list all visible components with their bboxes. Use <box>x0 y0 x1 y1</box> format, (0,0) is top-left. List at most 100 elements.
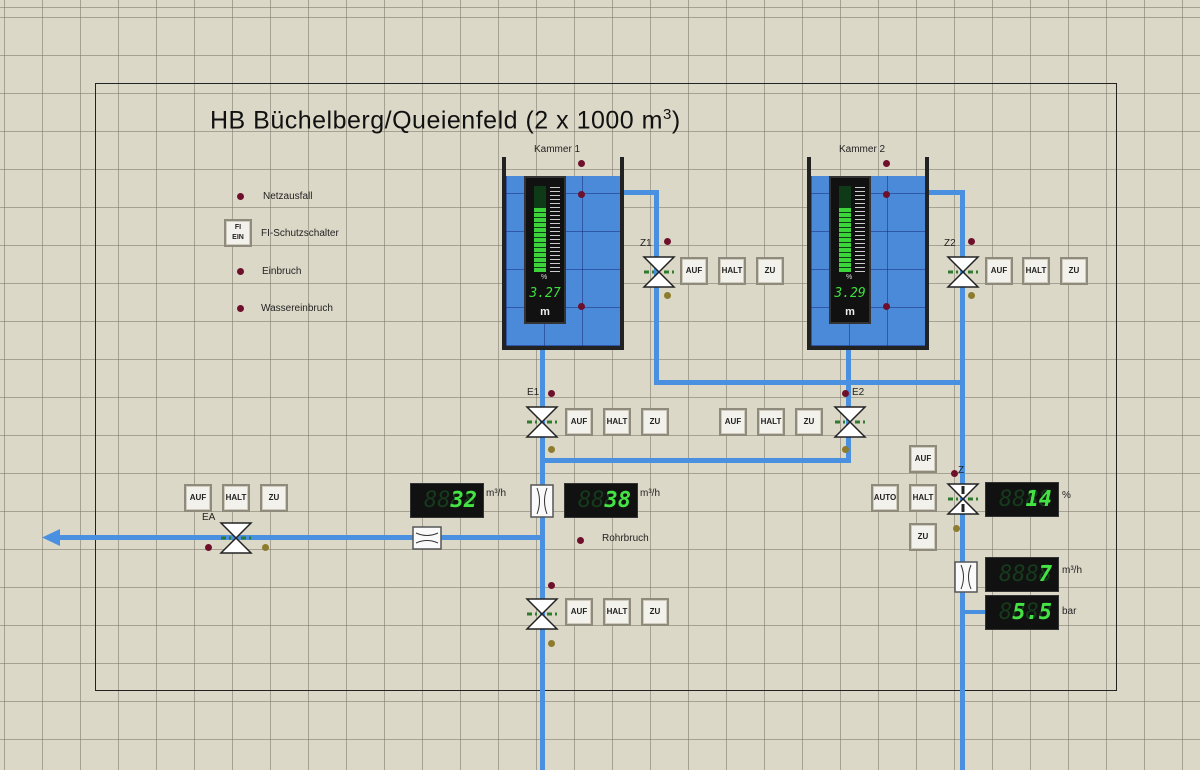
tank-label: Kammer 2 <box>839 144 886 155</box>
valve-z-icon[interactable] <box>946 482 980 516</box>
title-close: ) <box>671 106 681 135</box>
pipe-pressure-tap <box>960 610 985 614</box>
valve-closed-indicator <box>953 525 960 532</box>
valve-open-indicator <box>842 390 849 397</box>
valve-z1-icon[interactable] <box>642 255 676 289</box>
einbruch-label: Einbruch <box>262 266 302 277</box>
level-bargraph: % 3.27 m <box>524 176 566 324</box>
bar-track <box>839 186 851 272</box>
valve-z-auto-button[interactable]: AUTO <box>871 484 899 512</box>
bar-fill <box>534 207 546 272</box>
valve-e2-icon[interactable] <box>833 405 867 439</box>
flow-meter-icon <box>530 484 554 518</box>
valve-closed-indicator <box>842 446 849 453</box>
fi-schutzschalter-label: FI-Schutzschalter <box>261 228 339 239</box>
tank-indicator-top <box>578 160 585 167</box>
valve-open-indicator <box>548 390 555 397</box>
valve-e2-zu-button[interactable]: ZU <box>795 408 823 436</box>
rohrbruch-label: Rohrbruch <box>602 533 649 544</box>
rohrbruch-indicator <box>577 537 584 544</box>
display-ghost-digits: 8888 <box>578 488 631 513</box>
valve-z-auf-button[interactable]: AUF <box>909 445 937 473</box>
bar-fill <box>839 207 851 272</box>
netzausfall-indicator <box>237 193 244 200</box>
valve-z1-auf-button[interactable]: AUF <box>680 257 708 285</box>
wassereinbruch-label: Wassereinbruch <box>261 303 333 314</box>
display-ghost-digits: 8888 <box>424 488 477 513</box>
pipe-connector <box>654 380 965 385</box>
display-value: 32 <box>450 488 478 513</box>
valve-open-indicator <box>951 470 958 477</box>
z-flow-unit: m³/h <box>1062 565 1082 576</box>
tank-indicator-top <box>883 160 890 167</box>
valve-v-zu-button[interactable]: ZU <box>641 598 669 626</box>
tank-wall-left <box>807 157 811 350</box>
pipe-main-vertical <box>540 345 545 770</box>
valve-open-indicator <box>664 238 671 245</box>
pipe-tank2-bottom <box>846 345 851 463</box>
valve-ea-halt-button[interactable]: HALT <box>222 484 250 512</box>
valve-z-zu-button[interactable]: ZU <box>909 523 937 551</box>
pipe-outlet <box>55 535 545 540</box>
valve-ea-label: EA <box>202 512 216 523</box>
wassereinbruch-indicator <box>237 305 244 312</box>
bar-scale <box>855 186 865 272</box>
z-position-unit: % <box>1062 490 1071 501</box>
valve-z2-zu-button[interactable]: ZU <box>1060 257 1088 285</box>
valve-ea-icon[interactable] <box>219 521 253 555</box>
fi-ein-button[interactable]: FI EIN <box>224 219 252 247</box>
valve-ea-auf-button[interactable]: AUF <box>184 484 212 512</box>
bar-track <box>534 186 546 272</box>
valve-closed-indicator <box>968 292 975 299</box>
flow-meter-z-icon <box>954 561 978 593</box>
tank-wall-bottom <box>502 346 624 350</box>
valve-ea-zu-button[interactable]: ZU <box>260 484 288 512</box>
valve-open-indicator <box>548 582 555 589</box>
tank-indicator-high <box>578 191 585 198</box>
valve-z1-zu-button[interactable]: ZU <box>756 257 784 285</box>
valve-z1-label: Z1 <box>640 238 652 249</box>
valve-v-halt-button[interactable]: HALT <box>603 598 631 626</box>
pipe-e2-link <box>540 458 851 463</box>
display-ghost-digits: 8888 <box>999 487 1052 512</box>
bar-scale <box>550 186 560 272</box>
title-superscript: 3 <box>662 106 672 123</box>
valve-v-auf-button[interactable]: AUF <box>565 598 593 626</box>
valve-e1-icon[interactable] <box>525 405 559 439</box>
valve-z1-halt-button[interactable]: HALT <box>718 257 746 285</box>
valve-z-halt-button[interactable]: HALT <box>909 484 937 512</box>
valve-e1-halt-button[interactable]: HALT <box>603 408 631 436</box>
valve-e1-auf-button[interactable]: AUF <box>565 408 593 436</box>
valve-e2-label: E2 <box>852 387 865 398</box>
valve-e1-label: E1 <box>527 387 540 398</box>
level-value: 3.29 <box>834 286 866 301</box>
valve-z2-halt-button[interactable]: HALT <box>1022 257 1050 285</box>
level-value: 3.27 <box>529 286 561 301</box>
valve-closed-indicator <box>664 292 671 299</box>
valve-z-label: Z <box>958 465 965 476</box>
valve-e2-auf-button[interactable]: AUF <box>719 408 747 436</box>
valve-z2-icon[interactable] <box>946 255 980 289</box>
level-unit: m <box>540 306 550 318</box>
valve-closed-indicator <box>548 446 555 453</box>
fi-ein-button-label: FI EIN <box>232 224 244 241</box>
pipe-tank1-out <box>622 190 659 195</box>
page-title: HB Büchelberg/Queienfeld (2 x 1000 m3) <box>210 106 681 135</box>
valve-e2-halt-button[interactable]: HALT <box>757 408 785 436</box>
valve-v-icon[interactable] <box>525 597 559 631</box>
display-value: 14 <box>1025 487 1053 512</box>
percent-label: % <box>541 274 548 281</box>
tank-wall-left <box>502 157 506 350</box>
valve-e1-zu-button[interactable]: ZU <box>641 408 669 436</box>
einbruch-indicator <box>237 268 244 275</box>
flow-meter-outlet-icon <box>412 526 442 550</box>
tank-wall-right <box>925 157 929 350</box>
valve-z2-auf-button[interactable]: AUF <box>985 257 1013 285</box>
valve-closed-indicator <box>548 640 555 647</box>
display-ghost-digits: 8888 <box>999 562 1052 587</box>
